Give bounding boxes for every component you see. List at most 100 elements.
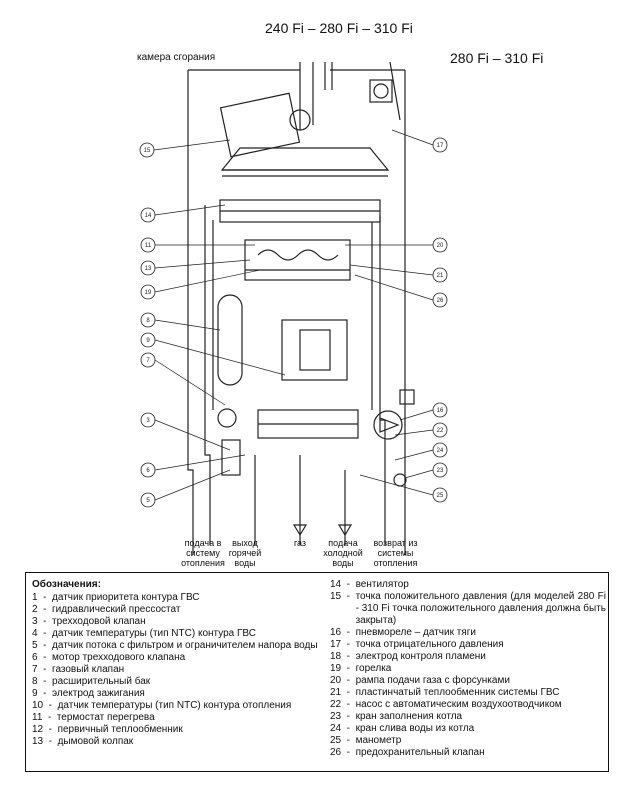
legend-item-number: 26 (330, 747, 342, 758)
legend-item-5: 5 - датчик потока с фильтром и ограничит… (32, 640, 332, 652)
callout-3: 3 (146, 418, 150, 424)
label-gas: газ (293, 538, 307, 548)
legend-item-9: 9 - электрод зажигания (32, 688, 332, 700)
legend-item-number: 5 (32, 640, 38, 651)
legend-item-26: 26 - предохранительный клапан (330, 747, 606, 759)
three-way-valve-motor (217, 408, 237, 428)
legend-box: Обозначения: 1 - датчик приоритета конту… (25, 572, 609, 772)
legend-item-text: предохранительный клапан (355, 747, 485, 758)
legend-item-text: гидравлический прессостат (52, 604, 181, 615)
callout-15: 15 (144, 148, 151, 154)
legend-item-number: 10 (32, 700, 44, 711)
legend-item-24: 24 - кран слива воды из котла (330, 723, 606, 735)
legend-item-12: 12 - первичный теплообменник (32, 724, 332, 736)
legend-item-number: 3 (32, 616, 38, 627)
legend-item-text: точка положительного давления (для модел… (355, 591, 606, 626)
legend-item-number: 18 (330, 651, 342, 662)
legend-title: Обозначения: (32, 579, 101, 590)
legend-item-text: пластинчатый теплообменник системы ГВС (355, 687, 560, 698)
legend-left-column: Обозначения: 1 - датчик приоритета конту… (32, 579, 332, 748)
chamber-label: камера сгорания (137, 52, 216, 63)
callout-8: 8 (146, 318, 150, 324)
pressure-switch (369, 79, 393, 103)
legend-item-number: 7 (32, 664, 38, 675)
legend-item-number: 25 (330, 735, 342, 746)
legend-item-number: 19 (330, 663, 342, 674)
callout-22: 22 (437, 428, 444, 434)
return-pipe (379, 215, 386, 545)
legend-item-number: 22 (330, 699, 342, 710)
callout-7: 7 (146, 358, 150, 364)
legend-item-16: 16 - пневмореле – датчик тяги (330, 627, 606, 639)
callout-26: 26 (437, 298, 444, 304)
flue-duct-left (299, 62, 314, 130)
legend-item-text: датчик температуры (тип NTC) контура ГВС (52, 628, 256, 639)
callout-11: 11 (145, 243, 152, 249)
legend-item-23: 23 - кран заполнения котла (330, 711, 606, 723)
legend-item-10: 10 - датчик температуры (тип NTC) контур… (32, 700, 332, 712)
manometer (393, 473, 407, 487)
callout-6: 6 (146, 468, 150, 474)
legend-item-number: 1 (32, 592, 38, 603)
legend-item-number: 14 (330, 579, 342, 590)
legend-item-text: трехходовой клапан (52, 616, 146, 627)
label-cold-water-inlet: подача холодной воды (323, 538, 363, 568)
legend-item-text: датчик приоритета контура ГВС (52, 592, 200, 603)
legend-item-number: 20 (330, 675, 342, 686)
boiler-diagram: 15 14 11 13 19 8 9 7 3 6 5 17 20 21 26 1… (139, 61, 448, 555)
legend-item-text: термостат перегрева (56, 712, 155, 723)
legend-item-text: датчик потока с фильтром и ограничителем… (52, 640, 318, 651)
legend-item-1: 1 - датчик приоритета контура ГВС (32, 592, 332, 604)
legend-item-20: 20 - рампа подачи газа с форсунками (330, 675, 606, 687)
flue-duct-right (324, 61, 401, 121)
legend-item-14: 14 - вентилятор (330, 579, 606, 591)
legend-item-text: мотор трехходового клапана (52, 652, 186, 663)
legend-item-21: 21 - пластинчатый теплообменник системы … (330, 687, 606, 699)
main-title: 240 Fi – 280 Fi – 310 Fi (265, 20, 413, 36)
legend-item-number: 16 (330, 627, 342, 638)
casing-outline (187, 70, 194, 555)
legend-item-22: 22 - насос с автоматическим воздухоотвод… (330, 699, 606, 711)
legend-item-number: 23 (330, 711, 342, 722)
burner (244, 239, 351, 281)
legend-item-number: 4 (32, 628, 38, 639)
callout-16: 16 (437, 408, 444, 414)
legend-item-number: 15 (330, 591, 342, 602)
callout-9: 9 (146, 338, 150, 344)
legend-item-text: манометр (355, 735, 402, 746)
callout-14: 14 (145, 213, 152, 219)
legend-item-number: 24 (330, 723, 342, 734)
legend-item-number: 13 (32, 736, 44, 747)
legend-item-6: 6 - мотор трехходового клапана (32, 652, 332, 664)
callout-23: 23 (437, 468, 444, 474)
legend-item-13: 13 - дымовой колпак (32, 736, 332, 748)
legend-item-15: 15 - точка положительного давления (для … (330, 591, 606, 626)
legend-item-text: горелка (355, 663, 392, 674)
pump (373, 410, 403, 440)
legend-item-number: 21 (330, 687, 342, 698)
callout-19: 19 (145, 290, 152, 296)
legend-item-8: 8 - расширительный бак (32, 676, 332, 688)
callout-5: 5 (146, 498, 150, 504)
legend-item-2: 2 - гидравлический прессостат (32, 604, 332, 616)
gas-valve (281, 319, 348, 381)
legend-item-19: 19 - горелка (330, 663, 606, 675)
legend-item-18: 18 - электрод контроля пламени (330, 651, 606, 663)
legend-item-number: 2 (32, 604, 38, 615)
legend-item-text: электрод зажигания (52, 688, 145, 699)
legend-item-11: 11 - термостат перегрева (32, 712, 332, 724)
label-hot-water-outlet: выход горячей воды (228, 538, 262, 568)
legend-item-17: 17 - точка отрицательного давления (330, 639, 606, 651)
legend-item-number: 17 (330, 639, 342, 650)
right-model-title: 280 Fi – 310 Fi (450, 50, 544, 66)
callout-24: 24 (437, 448, 444, 454)
legend-item-text: точка отрицательного давления (355, 639, 504, 650)
legend-item-text: насос с автоматическим воздухоотводчиком (355, 699, 562, 710)
callout-25: 25 (437, 493, 444, 499)
expansion-tank (217, 294, 243, 386)
legend-item-25: 25 - манометр (330, 735, 606, 747)
legend-item-3: 3 - трехходовой клапан (32, 616, 332, 628)
legend-item-number: 8 (32, 676, 38, 687)
label-heating-return: возврат из системы отопления (373, 538, 418, 568)
